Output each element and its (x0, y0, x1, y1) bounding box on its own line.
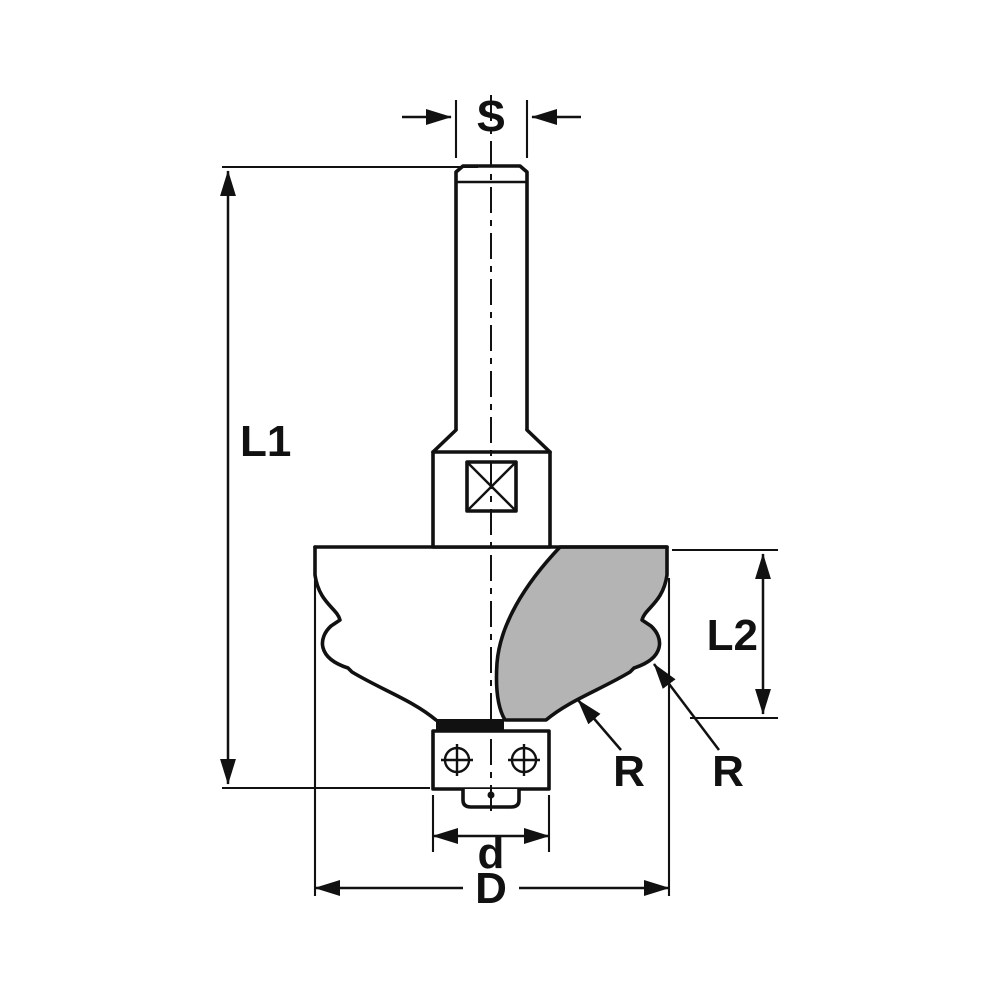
label-bearing-diameter: d (478, 829, 505, 878)
carbide-edge (436, 719, 504, 731)
label-overall-length: L1 (240, 417, 291, 466)
bearing-screw-right (508, 744, 540, 776)
dimension-l1 (220, 165, 478, 790)
radius-leader-left (577, 699, 622, 751)
collar-taper-left (431, 428, 458, 454)
left-profile-outline (313, 545, 438, 722)
dimension-d (431, 795, 551, 852)
label-shank-diameter: S (476, 92, 505, 141)
dimension-outer-d (313, 578, 671, 896)
radius-leader-right (653, 663, 720, 751)
bearing-screw-left (441, 744, 473, 776)
label-radius-left: R (613, 747, 645, 796)
label-radius-right: R (712, 747, 744, 796)
label-overall-diameter: D (475, 864, 507, 913)
dimension-s (402, 100, 581, 158)
dimension-l2 (672, 548, 778, 720)
label-cutting-length: L2 (707, 611, 758, 660)
flute-face (494, 545, 669, 722)
collar-taper-right (525, 428, 552, 454)
